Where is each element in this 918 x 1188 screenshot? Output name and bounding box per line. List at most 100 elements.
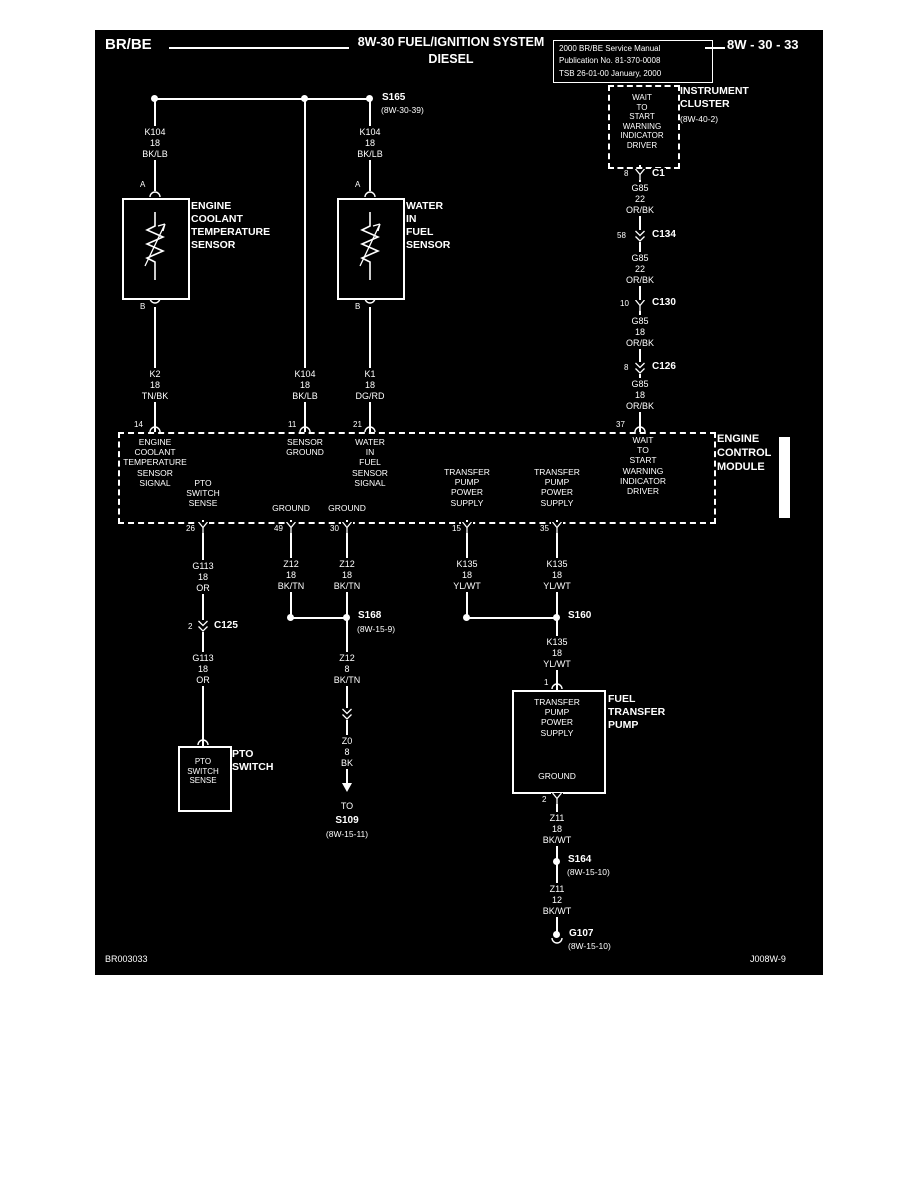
splice-s109-label: S109: [332, 814, 362, 828]
ecm-pin49-function: GROUND: [269, 502, 313, 515]
connector-c125: C125: [213, 620, 239, 631]
wire-label-z12-18: Z12 18 BK/TN: [330, 558, 364, 593]
splice-dot: [287, 614, 294, 621]
wire-label-g113: G113 18 OR: [189, 560, 217, 595]
pin-b: B: [139, 302, 147, 311]
c134-pin-58: 58: [616, 231, 627, 240]
connector-fork-icon: [461, 522, 473, 533]
ground-icon: [551, 938, 563, 944]
splice-dot: [553, 858, 560, 865]
wif-sensor-box: [337, 198, 405, 300]
wire-label-k135: K135 18 YL/WT: [540, 636, 574, 671]
ecm-pin-21: 21: [352, 420, 363, 429]
wire-label-k2: K2 18 TN/BK: [138, 368, 172, 403]
ground-g107-ref: (8W-15-10): [568, 941, 611, 951]
connector-c126: C126: [651, 361, 677, 372]
splice-dot: [343, 614, 350, 621]
wire-label-k104: K104 18 BK/LB: [139, 126, 171, 161]
ground-g107-label: G107: [568, 928, 595, 939]
terminal-arc-icon: [551, 683, 563, 689]
wire-label-z12-8: Z12 8 BK/TN: [330, 652, 364, 687]
cluster-pin-8: 8: [623, 169, 630, 178]
wire-label-k135: K135 18 YL/WT: [540, 558, 574, 593]
manual-info-line1: 2000 BR/BE Service Manual: [559, 44, 661, 53]
wif-sensor-name: WATER IN FUEL SENSOR: [406, 200, 451, 253]
wire-k104-mid: [304, 98, 306, 432]
connector-fork-icon: [285, 522, 297, 533]
instrument-cluster-name: INSTRUMENT CLUSTER: [680, 85, 749, 112]
wire-label-k104: K104 18 BK/LB: [354, 126, 386, 161]
wire-label-g85-18: G85 18 OR/BK: [622, 315, 658, 350]
splice-dot: [366, 95, 373, 102]
wire-label-z0: Z0 8 BK: [337, 735, 357, 770]
page-edge-marker: [779, 437, 790, 518]
terminal-arc-icon: [149, 191, 161, 197]
ecm-pin15-function: TRANSFER PUMP POWER SUPPLY: [441, 466, 493, 509]
wire-label-g113: G113 18 OR: [189, 652, 217, 687]
pto-switch-name: PTO SWITCH: [232, 748, 274, 775]
to-label: TO: [337, 800, 357, 813]
terminal-arc-icon: [149, 426, 161, 432]
splice-s109-ref: (8W-15-11): [322, 828, 372, 841]
ecm-pin14-function: ENGINE COOLANT TEMPERATURE SENSOR SIGNAL: [120, 436, 190, 489]
ecm-pin-14: 14: [133, 420, 144, 429]
ecm-pin37-function: WAIT TO START WARNING INDICATOR DRIVER: [617, 434, 669, 498]
splice-s165-ref: (8W-30-39): [381, 105, 424, 115]
ecm-pin26-function: PTO SWITCH SENSE: [183, 477, 223, 510]
wire-label-z12-18: Z12 18 BK/TN: [274, 558, 308, 593]
splice-s168-label: S168: [357, 610, 383, 621]
splice-s164-ref: (8W-15-10): [567, 867, 610, 877]
ecm-box: [118, 432, 716, 524]
splice-s168-ref: (8W-15-9): [357, 624, 396, 634]
ground-dot: [553, 931, 560, 938]
ecm-pin11-function: SENSOR GROUND: [283, 436, 327, 459]
wire-s168-jumper: [290, 617, 349, 619]
terminal-arc-icon: [634, 426, 646, 432]
splice-s160-label: S160: [567, 610, 593, 621]
pump-pin-2: 2: [541, 795, 548, 804]
c126-pin-8: 8: [623, 363, 630, 372]
ecm-pin-37: 37: [615, 420, 626, 429]
wire-label-z11-12: Z11 12 BK/WT: [539, 883, 575, 918]
terminal-arc-icon: [364, 426, 376, 432]
ecm-name: ENGINE CONTROL MODULE: [717, 433, 772, 475]
ecm-pin35-function: TRANSFER PUMP POWER SUPPLY: [531, 466, 583, 509]
connector-chevron-icon: [197, 620, 209, 632]
terminal-arc-icon: [364, 191, 376, 197]
wire-label-g85-22: G85 22 OR/BK: [622, 252, 658, 287]
pump-ground-label: GROUND: [535, 770, 579, 783]
terminal-arc-icon: [364, 298, 376, 304]
wire-label-z11-18: Z11 18 BK/WT: [539, 812, 575, 847]
terminal-arc-icon: [149, 298, 161, 304]
manual-info-line3: TSB 26-01-00 January, 2000: [559, 68, 662, 78]
splice-s165-label: S165: [381, 92, 407, 103]
pin-b: B: [354, 302, 362, 311]
instrument-cluster-box: [608, 85, 680, 169]
drawing-code-right: J008W-9: [750, 954, 786, 964]
connector-fork-icon: [634, 169, 646, 180]
wire-label-k1: K1 18 DG/RD: [352, 368, 388, 403]
pto-function-label: PTO SWITCH SENSE: [184, 756, 222, 787]
cluster-function-label: WAIT TO START WARNING INDICATOR DRIVER: [617, 92, 667, 152]
pin-a: A: [354, 180, 362, 189]
splice-s164-label: S164: [567, 854, 593, 865]
wire-g113: [202, 520, 204, 746]
pin-a: A: [139, 180, 147, 189]
drawing-code-left: BR003033: [105, 954, 148, 964]
pump-pin-1: 1: [543, 678, 550, 687]
fuel-pump-name: FUEL TRANSFER PUMP: [608, 693, 666, 733]
connector-fork-icon: [341, 522, 353, 533]
ecm-pin-30: 30: [329, 524, 340, 533]
connector-chevron-icon: [634, 362, 646, 374]
connector-fork-icon: [634, 300, 646, 311]
ecm-pin-49: 49: [273, 524, 284, 533]
connector-fork-icon: [197, 522, 209, 533]
splice-dot: [553, 614, 560, 621]
ect-sensor-name: ENGINE COOLANT TEMPERATURE SENSOR: [191, 200, 271, 253]
manual-info-box: 2000 BR/BE Service Manual Publication No…: [553, 40, 713, 84]
wire-g85: [639, 165, 641, 432]
ecm-pin21-function: WATER IN FUEL SENSOR SIGNAL: [349, 436, 391, 489]
terminal-arc-icon: [299, 426, 311, 432]
pump-function-label: TRANSFER PUMP POWER SUPPLY: [531, 696, 583, 739]
connector-fork-icon: [551, 793, 563, 804]
